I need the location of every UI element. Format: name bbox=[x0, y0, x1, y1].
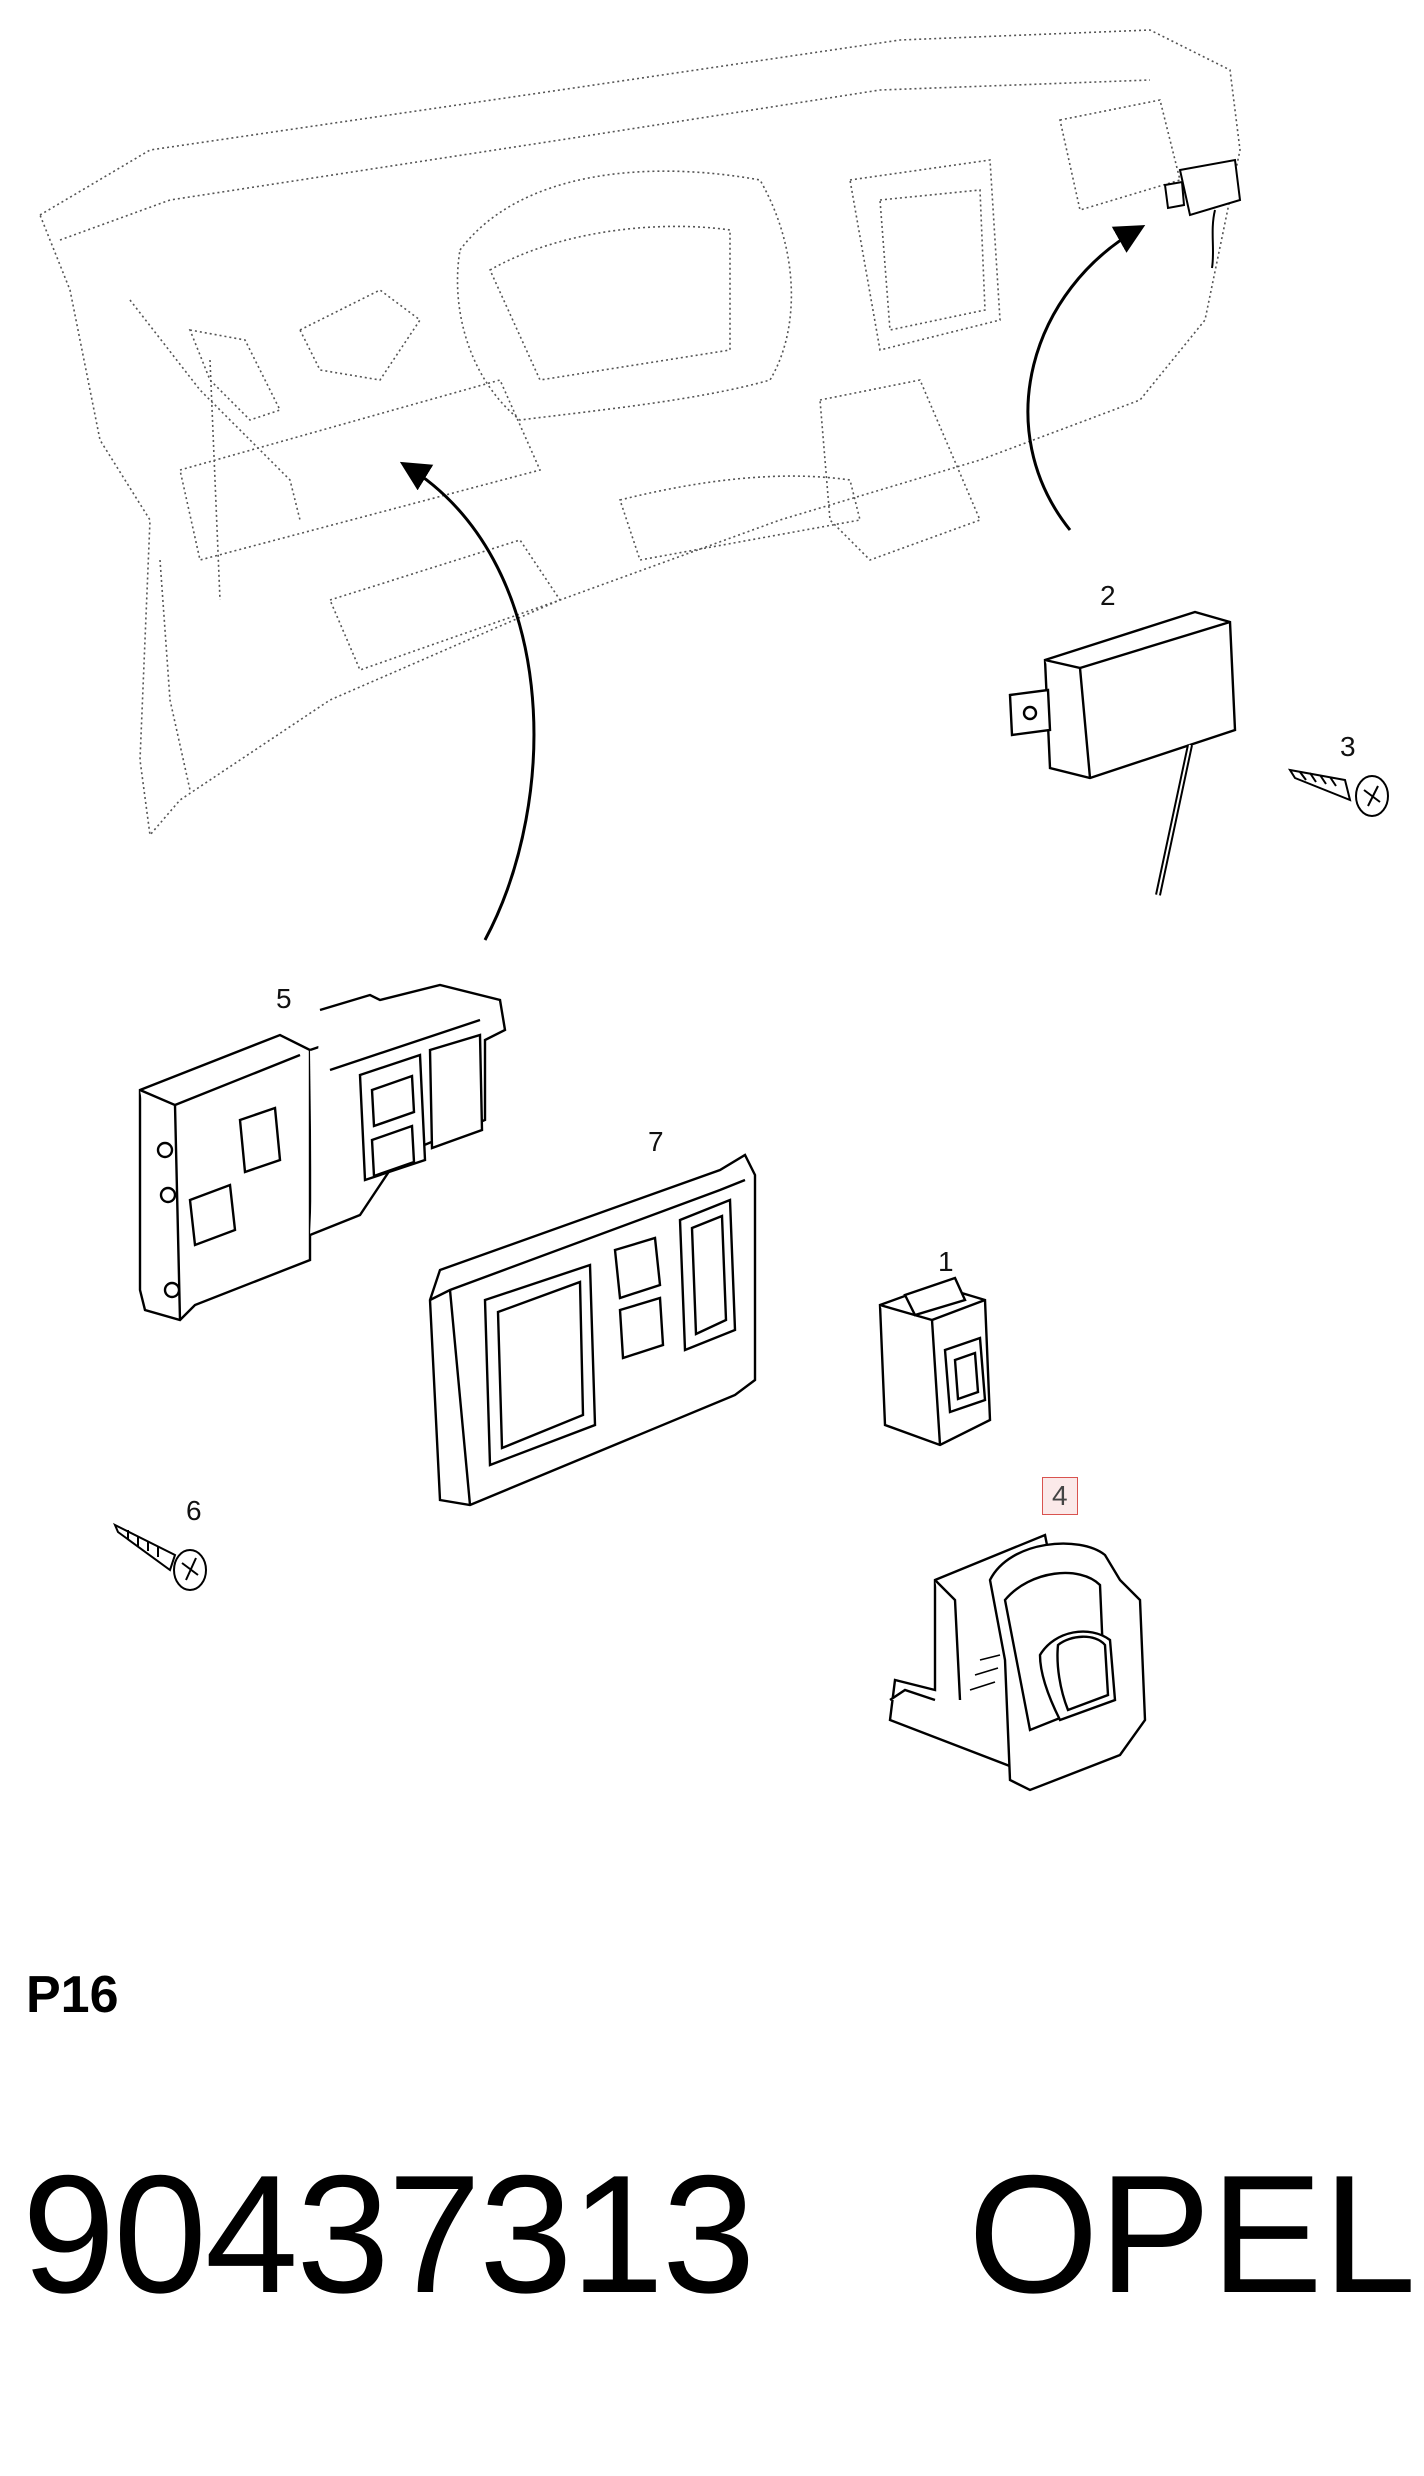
callout-3: 3 bbox=[1340, 731, 1356, 762]
part-3-screw bbox=[1287, 768, 1389, 817]
callout-2: 2 bbox=[1100, 580, 1116, 611]
brand-name: OPEL bbox=[968, 2140, 1417, 2328]
callout-6: 6 bbox=[186, 1495, 202, 1526]
arrow-to-dashboard-left bbox=[399, 461, 536, 941]
part-2-control-module bbox=[1008, 610, 1237, 896]
part-4-rotary-switch bbox=[888, 1533, 1147, 1792]
arrow-to-dashboard-right bbox=[1026, 225, 1146, 531]
dashboard-outline bbox=[39, 29, 1241, 837]
part-1-rocker-switch bbox=[878, 1276, 992, 1447]
page-reference: P16 bbox=[26, 1966, 119, 2024]
installed-module bbox=[1163, 158, 1242, 269]
part-5-switch-housing bbox=[138, 983, 507, 1322]
part-number: 90437313 bbox=[22, 2140, 755, 2328]
callout-5: 5 bbox=[276, 983, 292, 1014]
part-6-screw bbox=[113, 1522, 207, 1591]
callout-1: 1 bbox=[938, 1246, 954, 1277]
part-7-bezel-panel bbox=[428, 1153, 757, 1507]
callout-4-highlighted[interactable]: 4 bbox=[1042, 1477, 1078, 1515]
callout-7: 7 bbox=[648, 1126, 664, 1157]
exploded-parts-diagram bbox=[39, 29, 1389, 1792]
